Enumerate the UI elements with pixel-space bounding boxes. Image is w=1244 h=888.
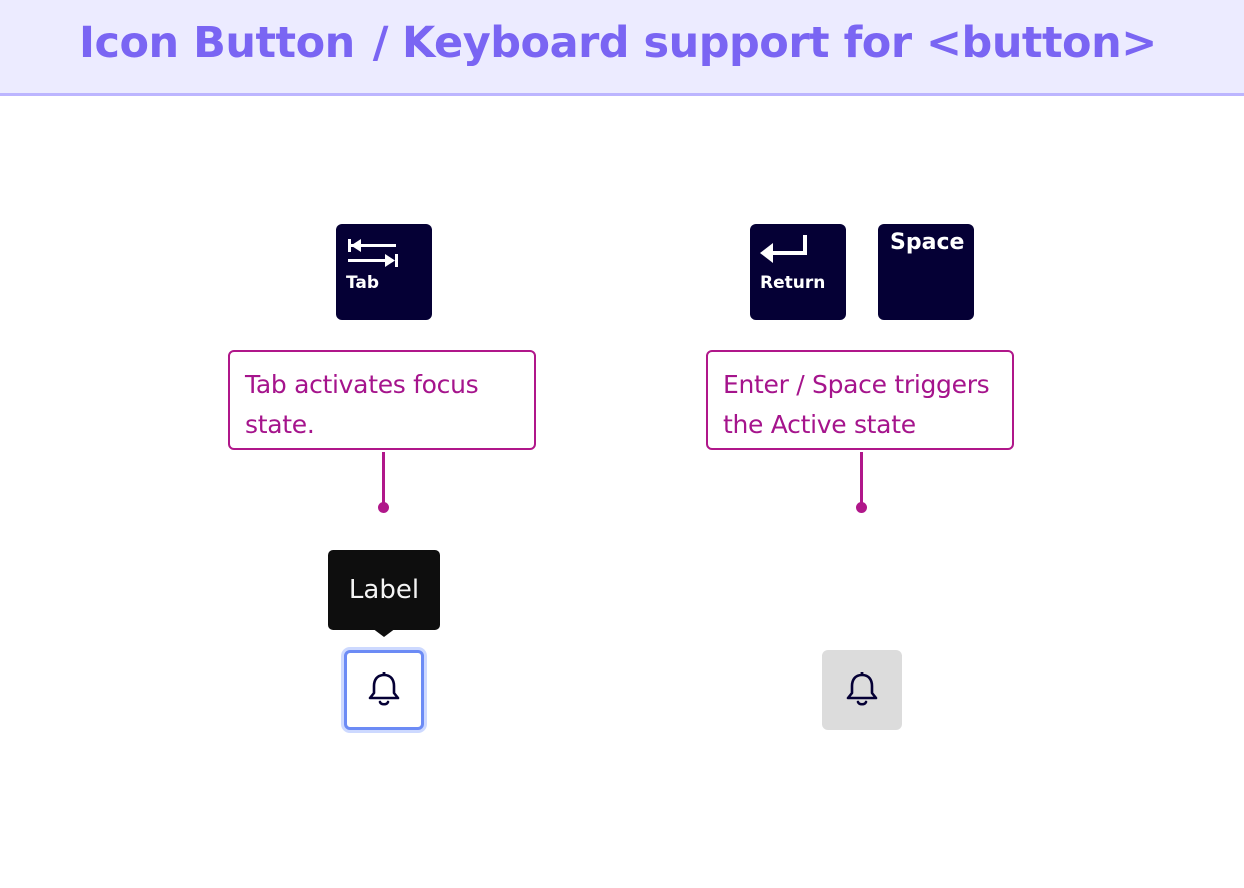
tooltip-label: Label (348, 575, 420, 605)
space-key-label: Space (890, 230, 965, 255)
tab-key-label: Tab (346, 273, 380, 293)
title-subtitle: Keyboard support for <button> (401, 18, 1157, 68)
return-arrow-icon (760, 235, 807, 263)
title-separator: / (372, 18, 389, 68)
focus-connector-line (382, 452, 385, 508)
tooltip-arrow (372, 628, 396, 637)
bell-icon (368, 672, 400, 706)
active-connector-line (860, 452, 863, 508)
active-connector-dot (856, 502, 867, 513)
header-bar: Icon Button /Keyboard support for <button… (0, 0, 1244, 96)
bell-icon (846, 672, 878, 706)
active-state-icon-button[interactable] (822, 650, 902, 730)
focus-callout: Tab activates focus state. (228, 350, 536, 450)
focus-state-icon-button[interactable] (344, 650, 424, 730)
space-key: Space (878, 224, 974, 320)
title-component: Icon Button (79, 18, 355, 68)
active-callout: Enter / Space triggers the Active state (706, 350, 1014, 450)
active-callout-text: Enter / Space triggers the Active state (723, 370, 990, 439)
focus-callout-text: Tab activates focus state. (245, 370, 479, 439)
tab-arrows-icon (348, 239, 398, 267)
return-key: Return (750, 224, 846, 320)
tooltip: Label (328, 550, 440, 630)
focus-connector-dot (378, 502, 389, 513)
return-key-label: Return (760, 273, 826, 293)
page-title: Icon Button /Keyboard support for <button… (79, 18, 1157, 68)
tab-key: Tab (336, 224, 432, 320)
